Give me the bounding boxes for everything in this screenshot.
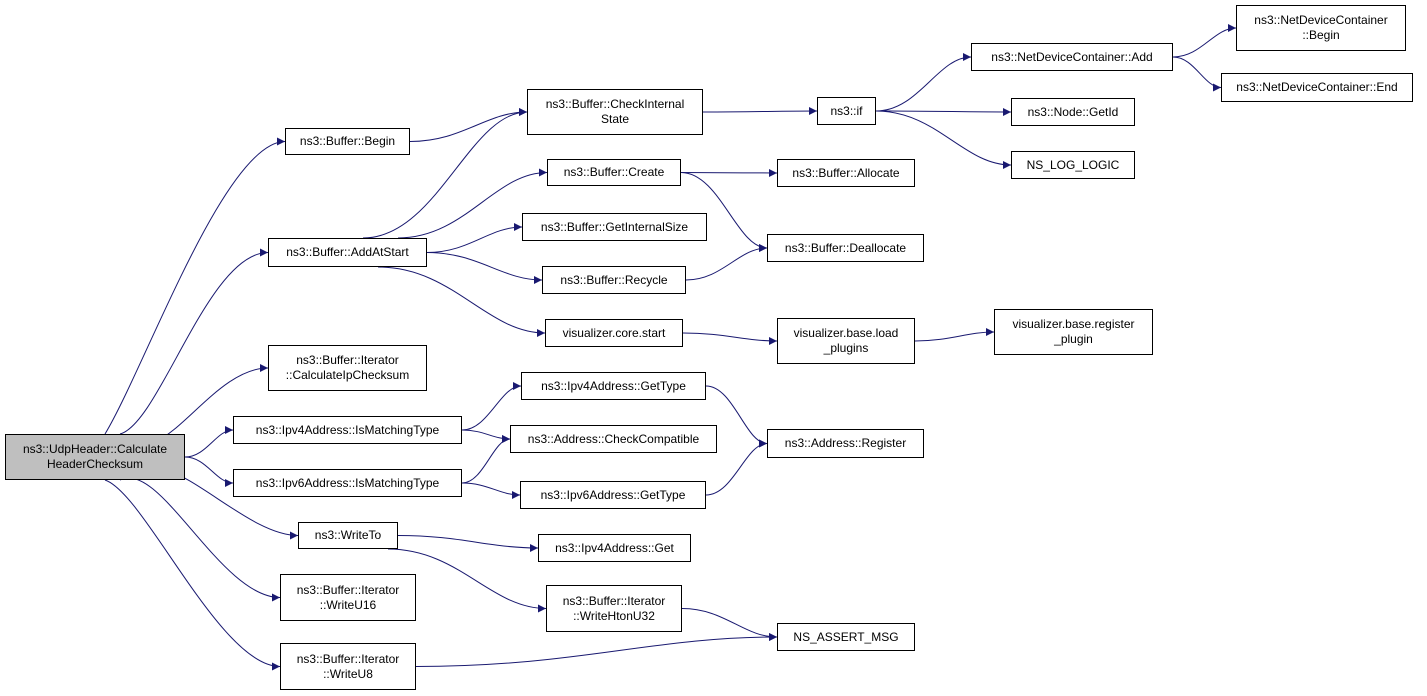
node-ipv4-gettype[interactable]: ns3::Ipv4Address::GetType <box>521 372 706 400</box>
edge-vis-core-start-to-vis-base-load <box>682 332 778 345</box>
node-label: ns3::Buffer::Iterator ::WriteU8 <box>296 651 400 681</box>
edge-buf-recycle-to-buf-deallocate <box>685 244 768 281</box>
node-ipv6-gettype[interactable]: ns3::Ipv6Address::GetType <box>520 481 706 509</box>
node-label: ns3::Buffer::Iterator ::WriteU16 <box>296 582 400 612</box>
edge-ndc-add-to-ndc-begin <box>1172 24 1237 58</box>
node-label: ns3::Buffer::Recycle <box>560 272 668 287</box>
edge-ipv6-ismatch-to-ipv6-gettype <box>461 482 521 499</box>
node-label: ns3::Node::GetId <box>1027 104 1119 119</box>
node-ns-assert-msg[interactable]: NS_ASSERT_MSG <box>777 623 915 651</box>
node-iter-calcip[interactable]: ns3::Buffer::Iterator ::CalculateIpCheck… <box>268 345 427 391</box>
edge-buf-checkinternal-to-ns3-if <box>702 107 818 116</box>
node-node-getid[interactable]: ns3::Node::GetId <box>1011 98 1135 126</box>
node-buf-begin[interactable]: ns3::Buffer::Begin <box>285 128 410 155</box>
node-label: ns3::Address::Register <box>784 436 907 450</box>
node-label: ns3::Ipv4Address::IsMatchingType <box>255 422 440 437</box>
node-ns3-if[interactable]: ns3::if <box>817 97 876 125</box>
node-label: ns3::NetDeviceContainer::End <box>1236 80 1398 94</box>
node-label: ns3::Buffer::Iterator ::CalculateIpCheck… <box>285 353 410 382</box>
edge-buf-addatstart-to-buf-create <box>397 168 548 239</box>
node-label: ns3::Buffer::Begin <box>299 134 396 148</box>
node-label: ns3::Buffer::CheckInternal State <box>545 97 685 126</box>
node-addr-checkcompat[interactable]: ns3::Address::CheckCompatible <box>510 425 717 453</box>
node-ndc-begin[interactable]: ns3::NetDeviceContainer ::Begin <box>1236 5 1406 51</box>
edge-ndc-add-to-ndc-end <box>1172 56 1222 92</box>
node-ns-log-logic[interactable]: NS_LOG_LOGIC <box>1011 151 1135 179</box>
node-writeto[interactable]: ns3::WriteTo <box>298 522 398 549</box>
edge-ns3-if-to-node-getid <box>875 107 1012 116</box>
node-label: ns3::Buffer::Iterator ::WriteHtonU32 <box>562 593 666 623</box>
edge-writeto-to-iter-writehtonu32 <box>387 548 547 613</box>
node-ndc-end[interactable]: ns3::NetDeviceContainer::End <box>1221 73 1413 102</box>
node-label: ns3::Ipv6Address::GetType <box>540 487 686 502</box>
node-label: NS_ASSERT_MSG <box>793 629 899 644</box>
edge-ipv6-ismatch-to-addr-checkcompat <box>461 435 511 484</box>
node-label: ns3::if <box>830 103 863 118</box>
edge-buf-addatstart-to-vis-core-start <box>377 266 546 337</box>
node-ipv4-ismatch[interactable]: ns3::Ipv4Address::IsMatchingType <box>233 416 462 444</box>
edge-ipv4-ismatch-to-addr-checkcompat <box>461 429 511 443</box>
edge-iter-writehtonu32-to-ns-assert-msg <box>681 608 778 641</box>
node-label: ns3::WriteTo <box>314 528 382 542</box>
edge-writeto-to-ipv4-get <box>397 535 539 552</box>
node-label: ns3::Ipv4Address::GetType <box>541 378 686 393</box>
edge-ns3-if-to-ns-log-logic <box>875 110 1012 169</box>
edge-buf-create-to-buf-allocate <box>680 168 778 177</box>
edge-buf-addatstart-to-buf-getinternalsize <box>426 223 523 253</box>
node-label: ns3::NetDeviceContainer ::Begin <box>1254 13 1388 42</box>
node-label: ns3::Buffer::Create <box>563 165 665 179</box>
edge-udp-calc-to-iter-writeu8 <box>104 479 281 671</box>
node-addr-register[interactable]: ns3::Address::Register <box>767 429 924 458</box>
node-iter-writeu16[interactable]: ns3::Buffer::Iterator ::WriteU16 <box>280 574 416 621</box>
node-buf-getinternalsize[interactable]: ns3::Buffer::GetInternalSize <box>522 213 707 241</box>
edge-udp-calc-to-ipv4-ismatch <box>184 426 234 458</box>
node-label: ns3::Buffer::AddAtStart <box>286 245 409 259</box>
edge-iter-writeu8-to-ns-assert-msg <box>415 633 778 667</box>
node-buf-recycle[interactable]: ns3::Buffer::Recycle <box>542 266 686 294</box>
edge-vis-base-load-to-vis-base-register <box>914 328 995 342</box>
edge-buf-create-to-buf-deallocate <box>680 172 768 252</box>
node-buf-checkinternal[interactable]: ns3::Buffer::CheckInternal State <box>527 89 703 135</box>
node-udp-calc: ns3::UdpHeader::Calculate HeaderChecksum <box>5 434 185 480</box>
node-label: NS_LOG_LOGIC <box>1026 157 1120 172</box>
node-buf-deallocate[interactable]: ns3::Buffer::Deallocate <box>767 234 924 262</box>
node-ndc-add[interactable]: ns3::NetDeviceContainer::Add <box>971 43 1173 71</box>
node-vis-core-start[interactable]: visualizer.core.start <box>545 319 683 347</box>
edge-udp-calc-to-buf-begin <box>104 137 286 435</box>
node-label: visualizer.base.register _plugin <box>1012 317 1135 346</box>
edge-buf-addatstart-to-buf-checkinternal <box>362 108 528 239</box>
node-buf-create[interactable]: ns3::Buffer::Create <box>547 159 681 186</box>
node-label: visualizer.base.load _plugins <box>793 326 899 355</box>
node-buf-allocate[interactable]: ns3::Buffer::Allocate <box>777 159 915 187</box>
node-vis-base-load[interactable]: visualizer.base.load _plugins <box>777 318 915 364</box>
node-label: ns3::Buffer::Allocate <box>792 165 900 180</box>
node-label: ns3::Ipv6Address::IsMatchingType <box>255 475 440 490</box>
node-ipv6-ismatch[interactable]: ns3::Ipv6Address::IsMatchingType <box>233 469 462 497</box>
node-label: visualizer.core.start <box>562 325 666 340</box>
edge-ns3-if-to-ndc-add <box>875 53 972 112</box>
edge-ipv4-ismatch-to-ipv4-gettype <box>461 382 522 431</box>
node-label: ns3::UdpHeader::Calculate HeaderChecksum <box>22 442 168 471</box>
edge-ipv6-gettype-to-addr-register <box>705 439 768 496</box>
edge-buf-begin-to-buf-checkinternal <box>409 108 528 142</box>
edge-udp-calc-to-ipv6-ismatch <box>184 456 234 487</box>
node-label: ns3::Buffer::GetInternalSize <box>540 219 689 234</box>
node-ipv4-get[interactable]: ns3::Ipv4Address::Get <box>538 534 691 562</box>
edge-udp-calc-to-buf-addatstart <box>119 248 269 435</box>
node-label: ns3::Ipv4Address::Get <box>555 540 674 555</box>
node-vis-base-register[interactable]: visualizer.base.register _plugin <box>994 309 1153 355</box>
node-buf-addatstart[interactable]: ns3::Buffer::AddAtStart <box>268 238 427 267</box>
node-label: ns3::Address::CheckCompatible <box>527 431 700 446</box>
node-label: ns3::Buffer::Deallocate <box>784 240 907 255</box>
node-label: ns3::NetDeviceContainer::Add <box>991 49 1153 64</box>
edge-buf-addatstart-to-buf-recycle <box>426 252 543 284</box>
node-iter-writeu8[interactable]: ns3::Buffer::Iterator ::WriteU8 <box>280 643 416 690</box>
node-iter-writehtonu32[interactable]: ns3::Buffer::Iterator ::WriteHtonU32 <box>546 585 682 632</box>
